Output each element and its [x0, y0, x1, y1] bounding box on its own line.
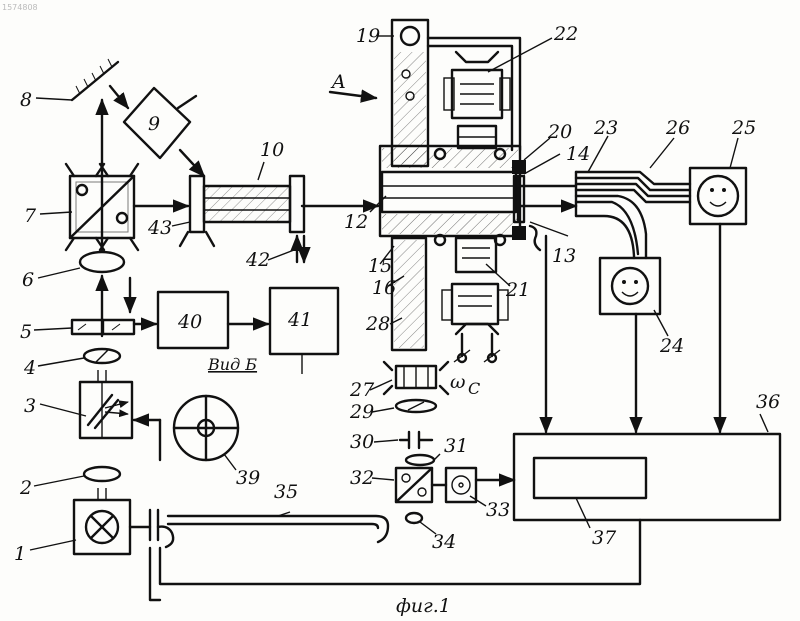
label-14: 14: [566, 143, 590, 165]
label-12: 12: [344, 211, 368, 233]
splitter-32: [396, 468, 432, 502]
label-15: 15: [368, 255, 392, 277]
label-32: 32: [350, 467, 374, 489]
label-41: 41: [287, 309, 312, 331]
label-36: 36: [756, 391, 780, 413]
label-1: 1: [14, 543, 26, 565]
label-29: 29: [349, 401, 374, 423]
watermark: 1574808: [2, 3, 38, 12]
disc-39: [174, 396, 238, 460]
label-23: 23: [593, 117, 618, 139]
label-6: 6: [22, 269, 34, 291]
label-8: 8: [20, 89, 32, 111]
lamp-34: [406, 513, 422, 523]
detector-24: [600, 258, 660, 314]
detector-27: [384, 362, 448, 394]
label-27: 27: [349, 379, 375, 401]
rotor-assembly: [380, 20, 540, 362]
label-33: 33: [486, 499, 510, 521]
lens-2: [84, 467, 120, 481]
slit-30: [400, 432, 432, 448]
label-3: 3: [24, 395, 36, 417]
label-31: 31: [444, 435, 468, 457]
svg-text:C: C: [468, 379, 480, 398]
label-20: 20: [547, 121, 572, 143]
label-37: 37: [592, 527, 617, 549]
label-9: 9: [148, 113, 160, 135]
label-43: 43: [147, 217, 172, 239]
modulator-3: [80, 382, 132, 438]
lens-31: [406, 455, 434, 465]
label-30: 30: [350, 431, 374, 453]
lamp-1: [74, 500, 130, 554]
fiber-bundle-23: [576, 172, 690, 258]
label-19: 19: [356, 25, 380, 47]
label-34: 34: [432, 531, 456, 553]
label-24: 24: [659, 335, 684, 357]
label-25: 25: [731, 117, 756, 139]
label-13: 13: [552, 245, 576, 267]
label-5: 5: [20, 321, 32, 343]
svg-text:ω: ω: [450, 371, 466, 393]
view-b-label: Вид Б: [207, 355, 257, 374]
label-4: 4: [23, 357, 36, 379]
omega-label: ω C: [450, 371, 480, 398]
label-22: 22: [553, 23, 578, 45]
label-42: 42: [245, 249, 270, 271]
label-10: 10: [260, 139, 284, 161]
mirror-8: [72, 59, 118, 100]
cable-35: [158, 527, 173, 547]
arrow-a-label: A: [330, 71, 346, 93]
label-39: 39: [236, 467, 260, 489]
label-21: 21: [505, 279, 530, 301]
label-40: 40: [177, 311, 202, 333]
label-28: 28: [365, 313, 390, 335]
label-26: 26: [665, 117, 690, 139]
cell-10: [180, 176, 304, 246]
label-7: 7: [24, 205, 37, 227]
contacts: [150, 510, 158, 540]
detector-25: [690, 168, 746, 224]
display-37: [534, 458, 646, 498]
label-16: 16: [372, 277, 396, 299]
label-2: 2: [19, 477, 32, 499]
label-35: 35: [274, 481, 298, 503]
figure-caption: фиг.1: [396, 595, 451, 617]
lens-6: [80, 252, 124, 272]
